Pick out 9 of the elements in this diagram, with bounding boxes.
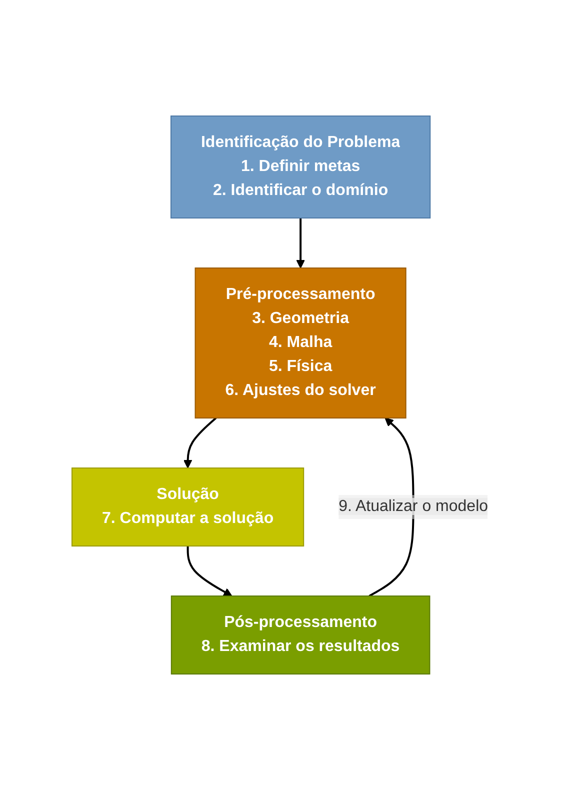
- arrow: [187, 546, 233, 596]
- arrow: [184, 416, 218, 468]
- node-box: Pré-processamento 3. Geometria 4. Malha 5. Física 6. Ajustes do solver: [195, 267, 407, 418]
- edge-label: 9. Atualizar o modelo: [339, 498, 488, 514]
- arrow: [369, 417, 415, 596]
- arrow: [296, 218, 306, 268]
- node-box: Solução 7. Computar a solução: [72, 467, 305, 546]
- node-box: Pós-processamento 8. Examinar os resultados: [171, 595, 431, 674]
- node-box: Identificação do Problema 1. Definir metas 2. Identificar o domínio: [170, 115, 432, 218]
